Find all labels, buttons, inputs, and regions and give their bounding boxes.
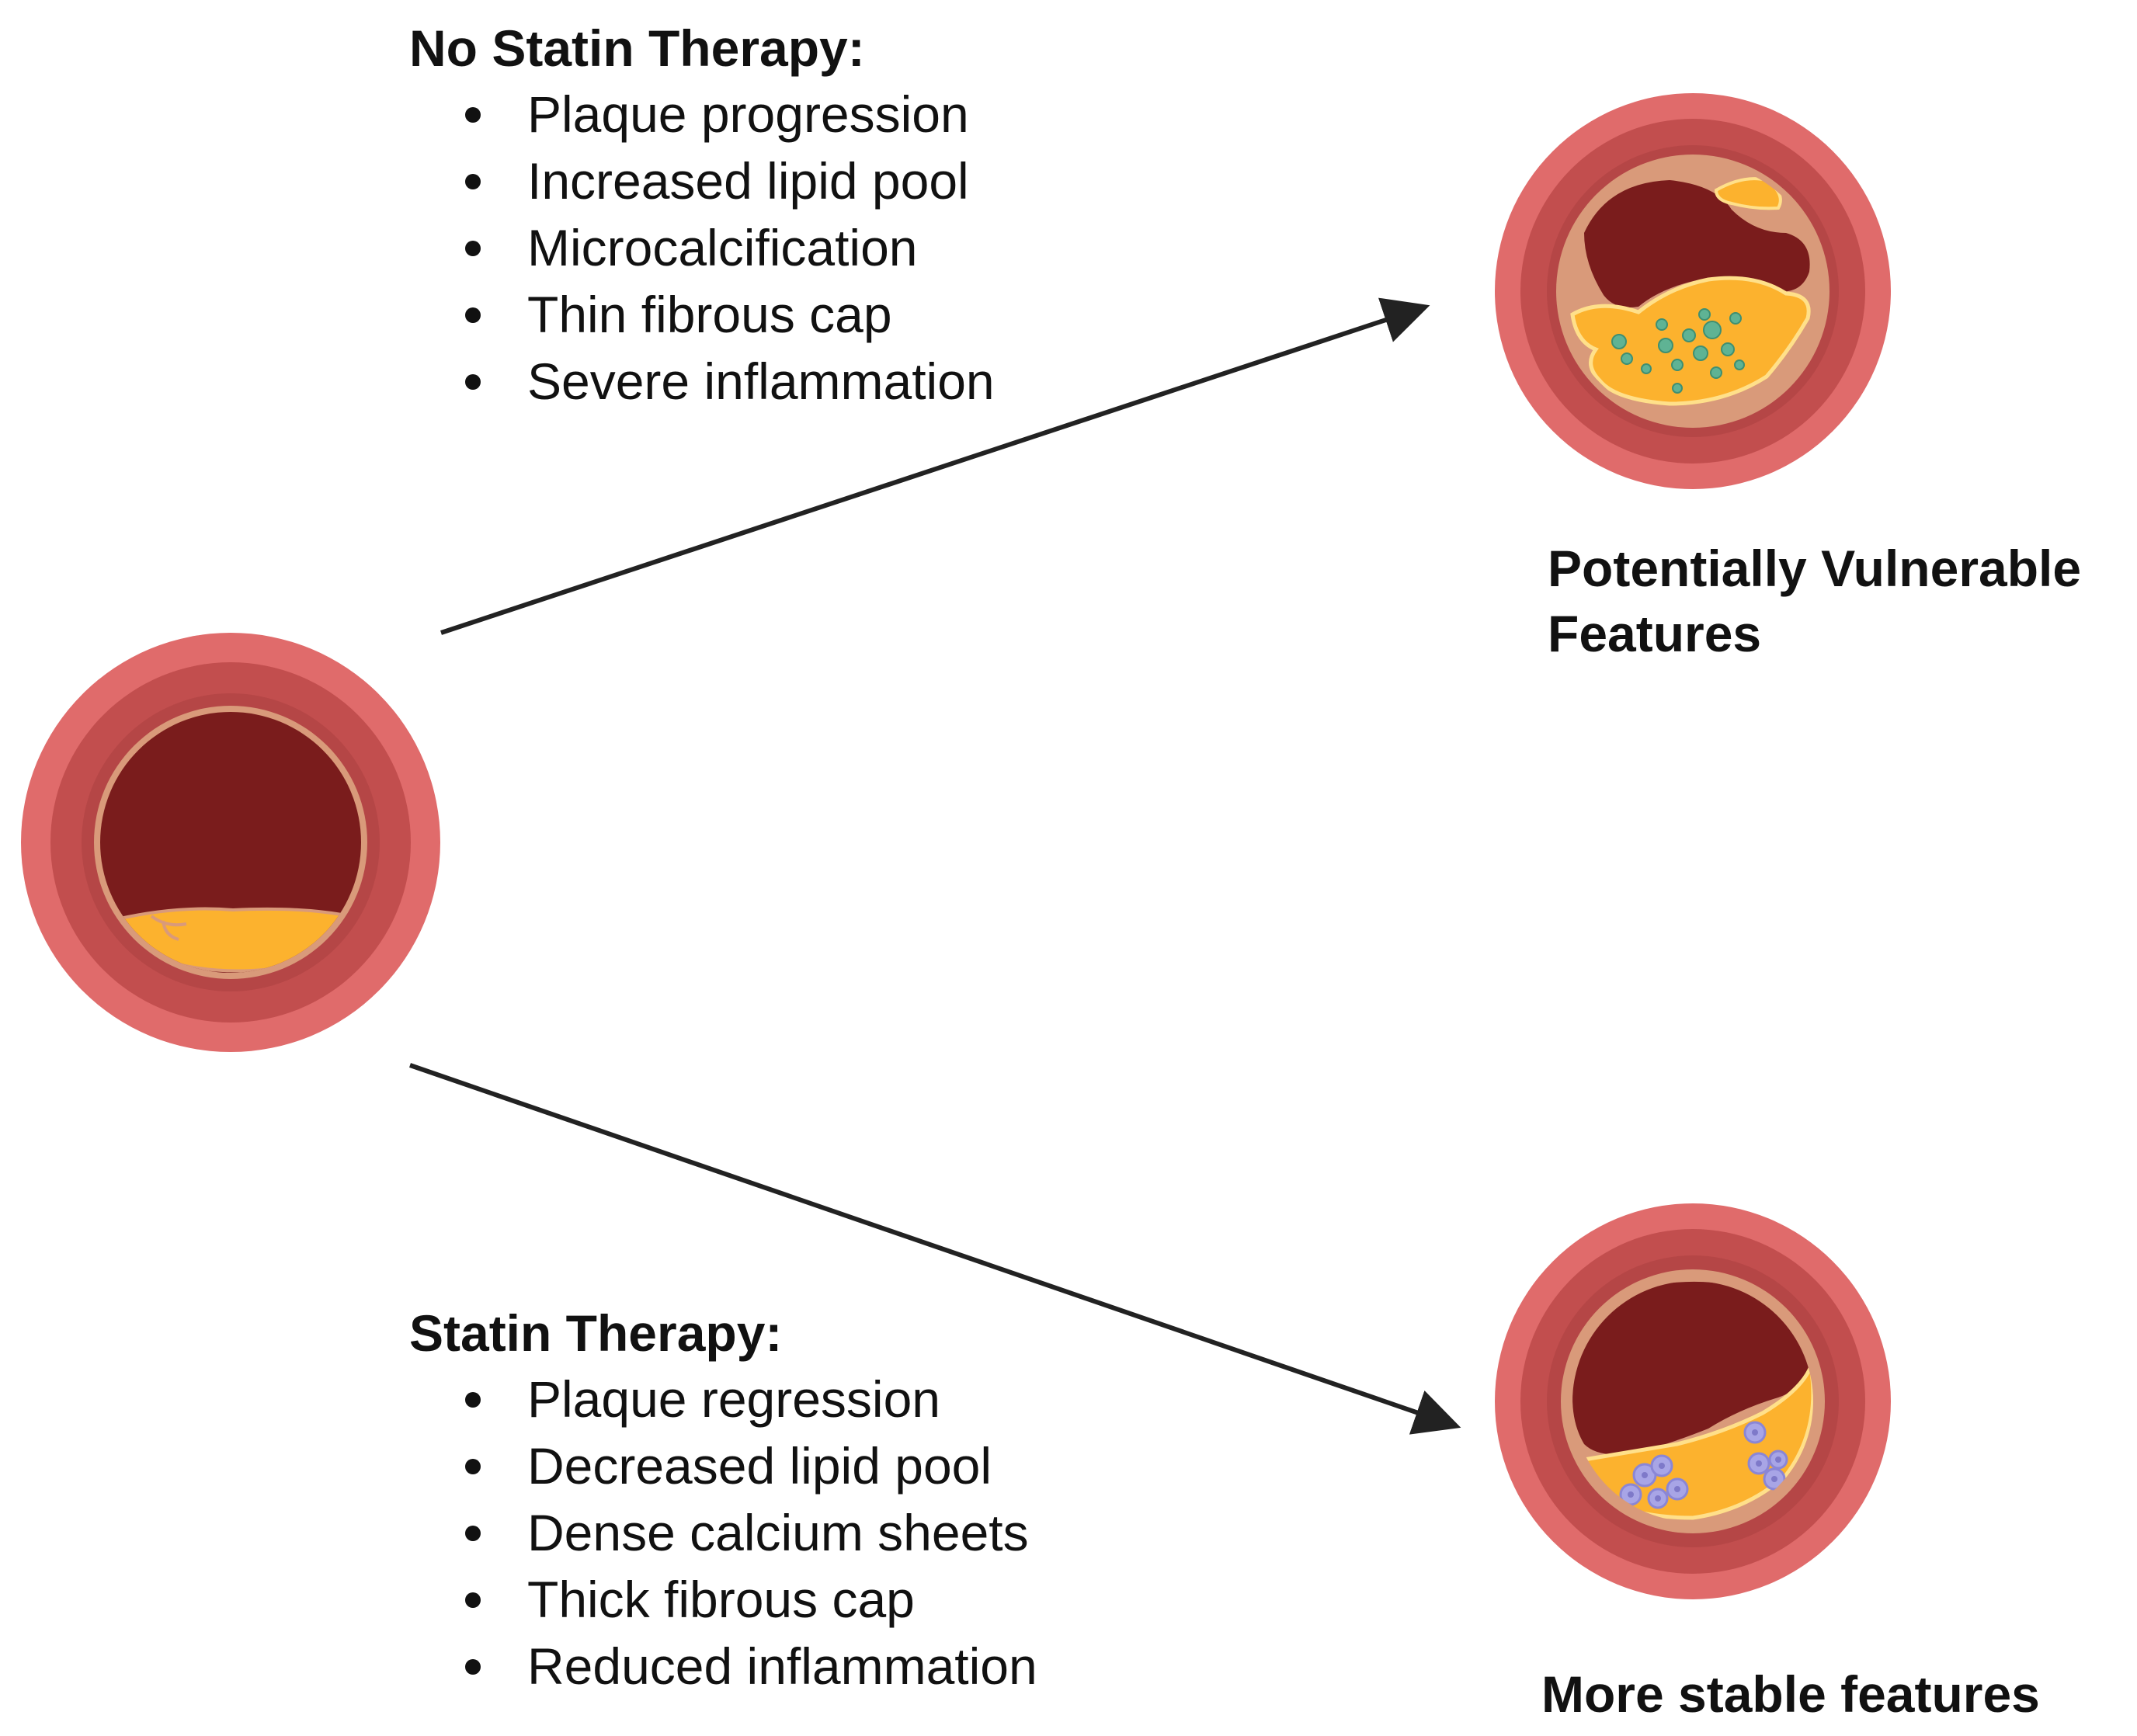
list-item: Decreased lipid pool [409,1432,1037,1499]
lumen-narrowed [1584,180,1810,307]
list-item: Dense calcium sheets [409,1499,1037,1566]
bullet-icon [465,1659,481,1675]
immune-cell-cluster [1619,1421,1788,1509]
bullet-icon [465,374,481,390]
list-item: Thick fibrous cap [409,1566,1037,1633]
artery-vulnerable-plaque [1495,93,1891,489]
list-item: Reduced inflammation [409,1633,1037,1700]
lipid-fragment [1714,177,1782,210]
bullet-icon [465,241,481,256]
vulnerable-line-2: Features [1548,605,1762,662]
no-statin-list: Plaque progression Increased lipid pool … [409,81,995,415]
bullet-icon [465,174,481,189]
list-item: Severe inflammation [409,348,995,415]
list-item: Thin fibrous cap [409,281,995,348]
no-statin-section: No Statin Therapy: Plaque progression In… [409,16,995,415]
list-item: Plaque progression [409,81,995,148]
statin-list: Plaque regression Decreased lipid pool D… [409,1366,1037,1700]
lumen-stable [1572,1281,1809,1455]
statin-heading: Statin Therapy: [409,1304,783,1362]
bullet-icon [465,1526,481,1541]
artery-early-plaque [21,633,440,1052]
list-item: Microcalcification [409,214,995,281]
no-statin-heading: No Statin Therapy: [409,19,865,77]
vulnerable-line-1: Potentially Vulnerable [1548,540,2082,597]
microcalcification-cluster [1611,308,1745,394]
list-item: Plaque regression [409,1366,1037,1432]
bullet-icon [465,1459,481,1474]
stable-features-label: More stable features [1541,1665,2040,1723]
vulnerable-features-label: Potentially Vulnerable Features [1548,536,2081,666]
list-item: Increased lipid pool [409,148,995,214]
statin-section: Statin Therapy: Plaque regression Decrea… [409,1300,1037,1700]
artery-stable-plaque [1495,1203,1891,1599]
arrow-to-stable [409,1063,1461,1435]
bullet-icon [465,1392,481,1408]
bullet-icon [465,1592,481,1608]
bullet-icon [465,107,481,123]
arrow-to-vulnerable [440,297,1430,635]
bullet-icon [465,307,481,323]
